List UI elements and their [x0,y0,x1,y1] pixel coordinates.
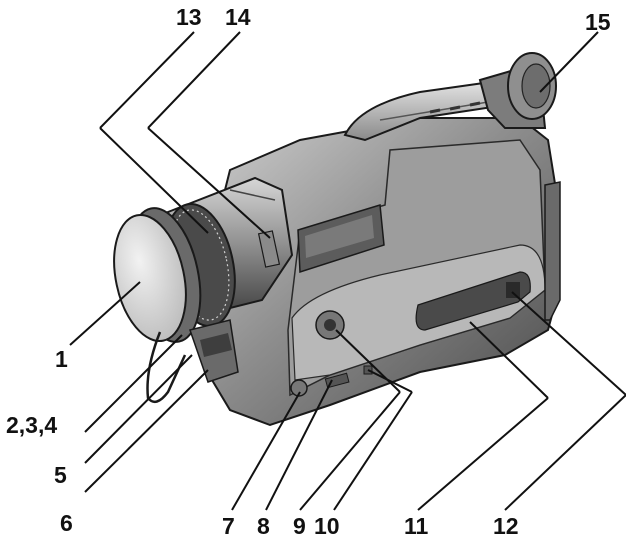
callout-10: 10 [314,513,340,539]
leader-9a [299,391,401,511]
leader-7 [231,391,301,511]
cassette-recess [415,271,531,331]
slide-switch [324,372,350,389]
grip-strap [544,181,561,321]
callout-1: 1 [55,346,68,372]
leader-12a [504,394,626,511]
callout-6: 6 [60,510,73,536]
leader-14b [147,127,271,239]
zoom-switch [257,230,281,268]
callout-14: 14 [225,4,251,30]
leader-15 [539,31,599,93]
leader-6 [84,369,209,493]
callout-12: 12 [493,513,519,539]
leader-11a [417,397,549,511]
leader-13b [99,127,209,234]
callout-13: 13 [176,4,202,30]
callout-11: 11 [404,513,429,539]
leader-13a [99,31,195,129]
rec-button [506,282,520,298]
leader-12b [511,291,626,396]
leader-14a [147,31,241,129]
leader-10b [367,369,413,393]
leader-lines [69,31,626,511]
leader-11b [469,321,549,399]
leader-8 [265,379,333,511]
leader-5 [84,354,193,464]
callout-9: 9 [293,513,306,539]
callout-5: 5 [54,462,67,488]
lens-cap [113,214,187,342]
leader-10a [333,391,413,511]
leader-1 [69,281,141,346]
jack-socket [290,379,308,397]
callout-15: 15 [585,9,611,35]
callout-2-3-4: 2,3,4 [6,412,58,438]
leader-234 [84,334,183,433]
callout-7: 7 [222,513,235,539]
callout-8: 8 [257,513,270,539]
